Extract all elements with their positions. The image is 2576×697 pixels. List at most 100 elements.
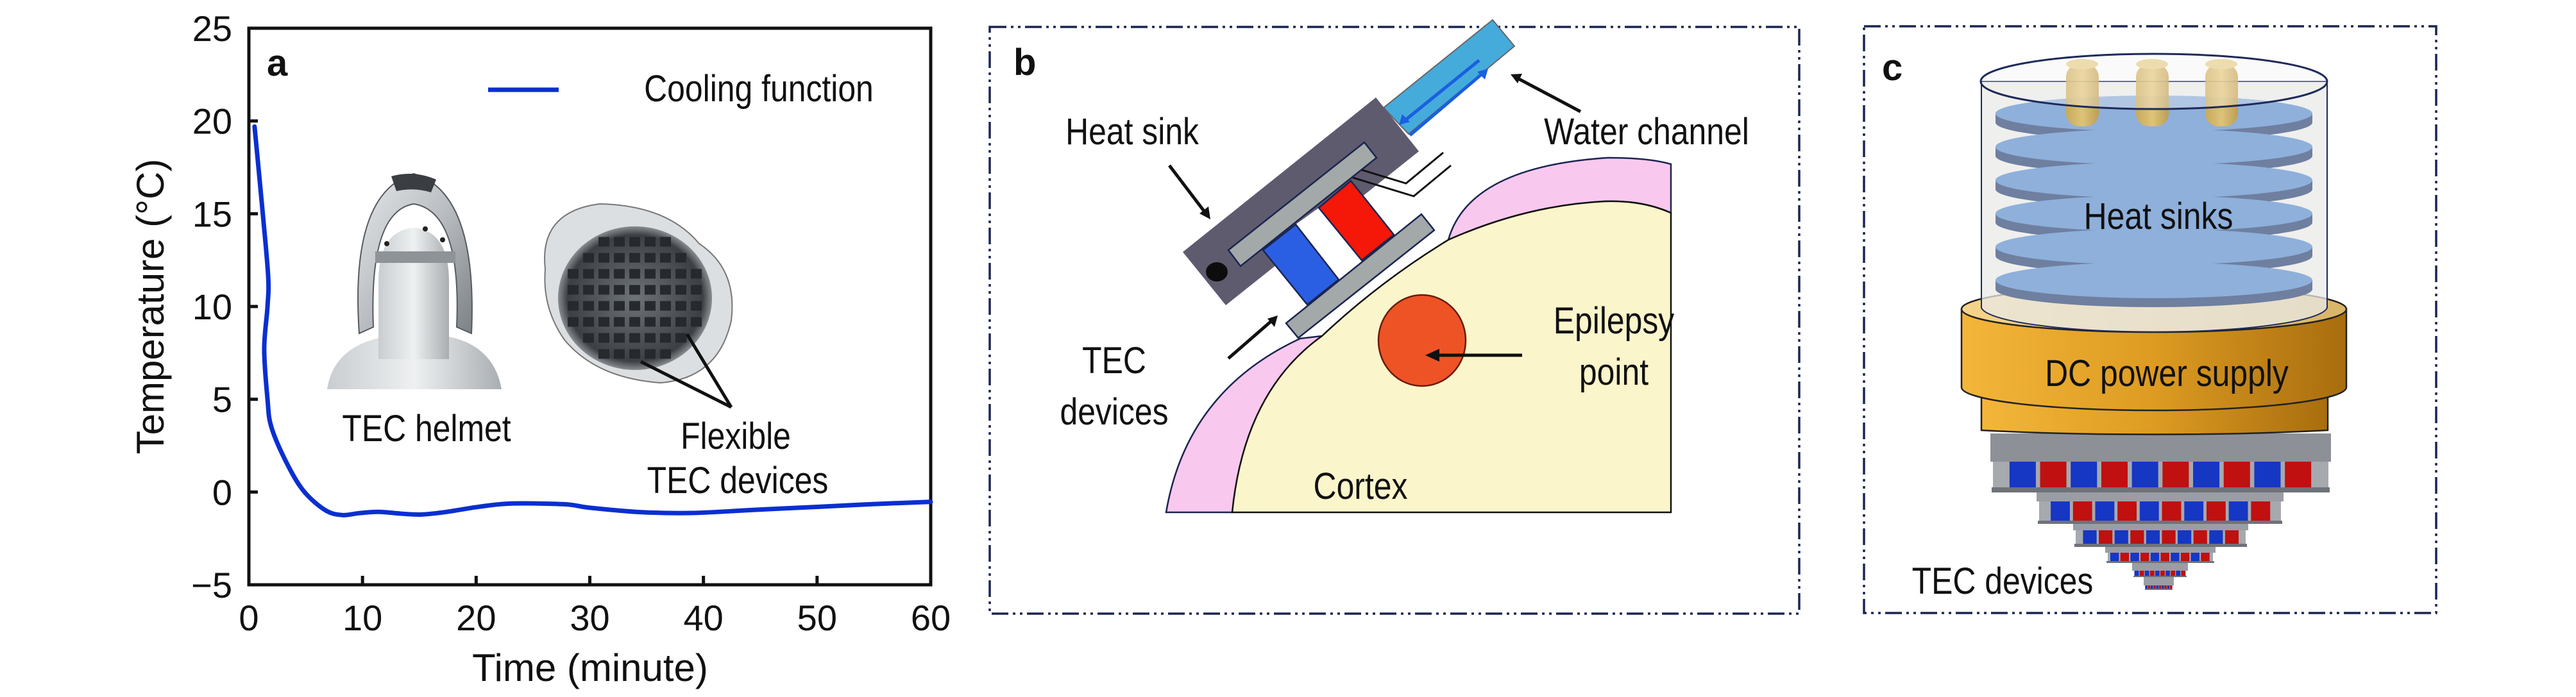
water-channel-label: Water channel	[1544, 112, 1749, 153]
heat-sink-disc	[1996, 229, 2312, 265]
tec-cell	[583, 317, 594, 327]
p-type-leg	[2130, 530, 2144, 544]
tec-cell	[645, 349, 656, 359]
n-type-leg	[2167, 585, 2170, 589]
p-type-leg	[2149, 571, 2155, 576]
y-axis-title: Temperature (°C)	[129, 159, 172, 455]
tec-cell	[645, 237, 656, 247]
n-type-leg	[2190, 553, 2200, 561]
y-tick-label: 5	[212, 380, 232, 420]
epilepsy-arrowhead	[1425, 349, 1439, 362]
p-type-leg	[2162, 462, 2189, 487]
tec-cell	[645, 317, 656, 327]
heat-sink-screw	[1206, 262, 1228, 281]
tec-cell	[660, 237, 671, 247]
tec-label: TEC	[1082, 340, 1146, 382]
tec-cell	[645, 333, 656, 343]
p-type-leg	[2099, 530, 2113, 544]
heat-sink-disc	[1996, 162, 2312, 198]
tec-cell	[645, 301, 656, 311]
tec-bottom-plate	[2106, 561, 2214, 563]
tec-cell	[614, 285, 625, 295]
tec-cell	[645, 269, 656, 279]
p-type-leg	[2169, 585, 2173, 589]
water-channel-arrowhead	[1511, 74, 1522, 83]
tec-cell	[629, 333, 640, 343]
tec-cell	[598, 253, 609, 263]
heat-sink-cylinder	[1979, 53, 2328, 333]
y-tick-label: 20	[192, 101, 232, 142]
cortex-label: Cortex	[1314, 466, 1408, 507]
n-type-leg	[1262, 223, 1340, 306]
p-type-leg	[2162, 530, 2176, 544]
rod	[2066, 64, 2099, 126]
tec-bottom-plate	[2038, 521, 2282, 524]
n-type-leg	[2228, 501, 2248, 521]
p-type-leg	[2153, 585, 2156, 589]
n-type-leg	[2131, 462, 2158, 487]
flow-arrow-out	[1409, 72, 1484, 137]
tec-bottom-plate	[2133, 576, 2187, 577]
n-type-leg	[2150, 585, 2153, 589]
n-type-leg	[2083, 530, 2097, 544]
tec-cell	[568, 317, 579, 327]
tec-top-plate	[2073, 524, 2248, 530]
cylinder-rim	[1979, 53, 2328, 110]
power-supply-label: DC power supply	[2045, 353, 2289, 394]
tec-cell	[598, 349, 609, 359]
tec-cell	[691, 269, 702, 279]
tec-cell	[691, 285, 702, 295]
n-type-leg	[2139, 501, 2159, 521]
heat-sink-disc	[1996, 262, 2312, 298]
tec-top-plate	[2144, 577, 2174, 585]
heat-sink-arrowhead	[1199, 206, 1210, 219]
y-tick-label: −5	[191, 565, 232, 605]
y-tick-label: 0	[212, 472, 232, 512]
water-channel-arrow	[1515, 76, 1582, 113]
tec-cell	[598, 333, 609, 343]
helmet-label: TEC helmet	[342, 408, 511, 449]
p-type-leg	[2223, 462, 2250, 487]
tec-grid-pattern	[568, 237, 702, 359]
tec-cell	[629, 301, 640, 311]
devices-label: devices	[1060, 392, 1168, 433]
n-type-leg	[2150, 553, 2160, 561]
epilepsy-label: Epilepsy	[1554, 301, 1674, 342]
heat-sinks-label: Heat sinks	[2084, 196, 2233, 237]
series-line-cooling-function	[252, 124, 933, 517]
n-type-leg	[2193, 462, 2220, 487]
tec-cell	[675, 317, 686, 327]
rods	[2066, 59, 2238, 126]
pointer-line-2	[685, 333, 733, 408]
n-type-leg	[2145, 585, 2148, 589]
tec-cell	[629, 317, 640, 327]
p-type-leg	[2139, 571, 2144, 576]
tec-cell	[629, 349, 640, 359]
water-channel	[1382, 19, 1516, 135]
tec-leg-row-background	[2135, 571, 2185, 576]
tec-devices-arrow	[1227, 319, 1274, 360]
p-type-leg	[2140, 553, 2149, 561]
n-type-leg	[2209, 530, 2223, 544]
flexible-tec-devices-label: TEC devices	[647, 460, 829, 501]
tec-top-plate	[1990, 433, 2331, 462]
n-type-leg	[2146, 530, 2160, 544]
tec-leg-row-background	[2146, 585, 2171, 589]
p-type-leg	[2180, 553, 2190, 561]
tec-cell	[583, 285, 594, 295]
p-type-leg	[2040, 462, 2067, 487]
tec-cell	[691, 317, 702, 327]
n-type-leg	[2178, 530, 2192, 544]
n-type-leg	[2110, 553, 2119, 561]
legend: Cooling function	[488, 69, 874, 110]
n-type-leg	[2155, 571, 2160, 576]
tec-cell	[598, 317, 609, 327]
n-type-leg	[2162, 585, 2164, 589]
wire-2	[1352, 164, 1452, 197]
p-type-leg	[2164, 585, 2167, 589]
tec-cell	[598, 237, 609, 247]
p-type-leg	[1318, 180, 1395, 262]
flexible-tec-photo	[544, 203, 733, 384]
tec-cell	[660, 269, 671, 279]
